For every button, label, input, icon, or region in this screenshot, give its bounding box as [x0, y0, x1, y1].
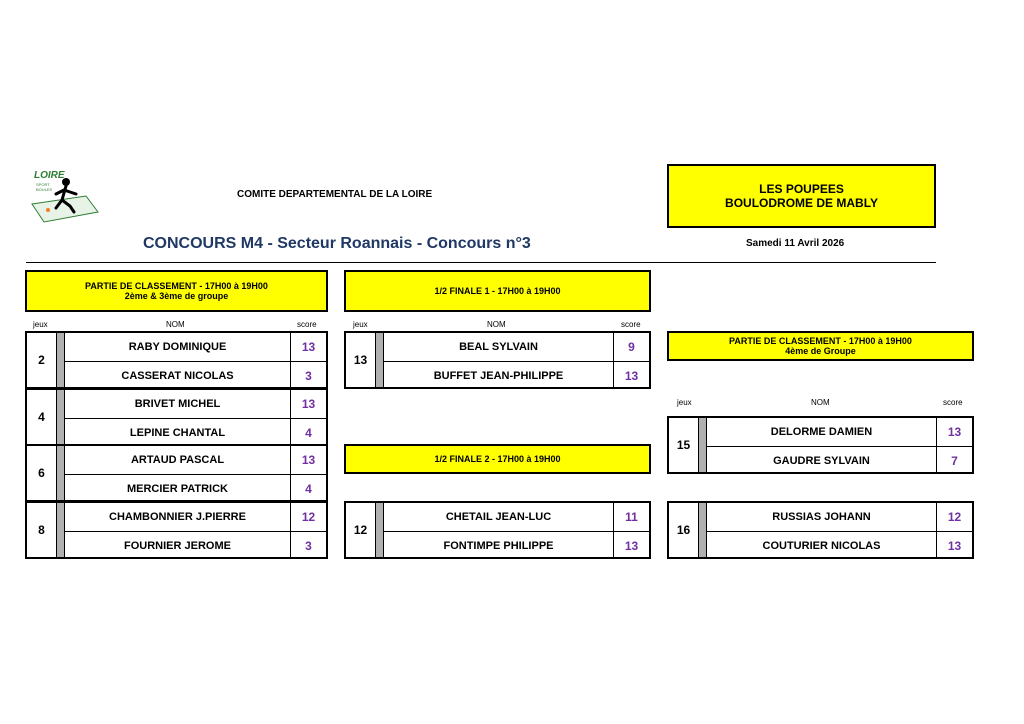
right-section-header: PARTIE DE CLASSEMENT - 17H00 à 19H00 4èm…	[667, 331, 974, 361]
player-score: 7	[937, 446, 972, 474]
grey-separator	[57, 333, 65, 387]
player-score: 13	[301, 340, 316, 354]
right-match-16: 16 RUSSIAS JOHANN COUTURIER NICOLAS 12 1…	[667, 501, 974, 559]
logo-subtext: SPORT BOULES	[36, 182, 53, 192]
player-score: 4	[291, 418, 326, 446]
boules-player-logo-icon	[31, 178, 99, 223]
right-jeux-label: jeux	[677, 398, 692, 407]
match-number: 4	[27, 390, 57, 444]
player-name: RABY DOMINIQUE	[128, 341, 227, 353]
player-name: BUFFET JEAN-PHILIPPE	[384, 361, 613, 389]
right-score-label: score	[943, 398, 963, 407]
match-number: 15	[669, 418, 699, 472]
player-name: CASSERAT NICOLAS	[65, 361, 290, 389]
header-divider	[26, 262, 936, 263]
player-score: 13	[614, 361, 649, 389]
grey-separator	[699, 503, 707, 557]
player-name: RUSSIAS JOHANN	[772, 511, 871, 523]
left-match-4: 8 CHAMBONNIER J.PIERRE FOURNIER JEROME 1…	[25, 501, 328, 559]
left-header-subtitle: 2ème & 3ème de groupe	[124, 291, 229, 301]
semi-final-2-match: 12 CHETAIL JEAN-LUC FONTIMPE PHILIPPE 11…	[344, 501, 651, 559]
match-number: 12	[346, 503, 376, 557]
grey-separator	[376, 333, 384, 387]
player-score: 11	[625, 510, 638, 524]
player-score: 13	[614, 531, 649, 559]
player-name: BEAL SYLVAIN	[459, 341, 538, 353]
right-header-subtitle: 4ème de Groupe	[785, 346, 856, 356]
mid-nom-label: NOM	[487, 320, 506, 329]
match-number: 2	[27, 333, 57, 387]
grey-separator	[699, 418, 707, 472]
match-number: 16	[669, 503, 699, 557]
semi-final-2-header: 1/2 FINALE 2 - 17H00 à 19H00	[344, 444, 651, 474]
semi-final-2-title: 1/2 FINALE 2 - 17H00 à 19H00	[434, 454, 561, 464]
grey-separator	[57, 503, 65, 557]
player-score: 13	[301, 397, 316, 411]
event-date: Samedi 11 Avril 2026	[746, 238, 845, 249]
player-score: 3	[291, 361, 326, 389]
semi-final-1-title: 1/2 FINALE 1 - 17H00 à 19H00	[434, 286, 561, 296]
right-nom-label: NOM	[811, 398, 830, 407]
player-score: 12	[947, 510, 962, 524]
left-header-title: PARTIE DE CLASSEMENT - 17H00 à 19H00	[85, 281, 268, 291]
grey-separator	[376, 503, 384, 557]
grey-separator	[57, 390, 65, 444]
player-score: 4	[291, 474, 326, 502]
match-number: 6	[27, 446, 57, 500]
left-match-3: 6 ARTAUD PASCAL MERCIER PATRICK 13 4	[25, 444, 328, 502]
left-score-label: score	[297, 320, 317, 329]
logo: LOIRE SPORT BOULES	[26, 166, 100, 228]
player-name: BRIVET MICHEL	[134, 398, 221, 410]
venue-name: LES POUPEES	[759, 182, 844, 196]
match-number: 8	[27, 503, 57, 557]
match-number: 13	[346, 333, 376, 387]
left-match-1: 2 RABY DOMINIQUE CASSERAT NICOLAS 13 3	[25, 331, 328, 389]
right-match-15: 15 DELORME DAMIEN GAUDRE SYLVAIN 13 7	[667, 416, 974, 474]
player-name: FONTIMPE PHILIPPE	[384, 531, 613, 559]
player-score: 13	[947, 425, 962, 439]
mid-jeux-label: jeux	[353, 320, 368, 329]
semi-final-1-match: 13 BEAL SYLVAIN BUFFET JEAN-PHILIPPE 9 1…	[344, 331, 651, 389]
venue-location: BOULODROME DE MABLY	[725, 196, 878, 210]
committee-name: COMITE DEPARTEMENTAL DE LA LOIRE	[237, 189, 433, 200]
left-nom-label: NOM	[166, 320, 185, 329]
player-score: 3	[291, 531, 326, 559]
player-name: CHETAIL JEAN-LUC	[445, 511, 552, 523]
grey-separator	[57, 446, 65, 500]
player-name: FOURNIER JEROME	[65, 531, 290, 559]
page-title: CONCOURS M4 - Secteur Roannais - Concour…	[143, 235, 531, 252]
right-header-title: PARTIE DE CLASSEMENT - 17H00 à 19H00	[729, 336, 912, 346]
left-jeux-label: jeux	[33, 320, 48, 329]
player-name: LEPINE CHANTAL	[65, 418, 290, 446]
mid-score-label: score	[621, 320, 641, 329]
player-score: 12	[301, 510, 316, 524]
semi-final-1-header: 1/2 FINALE 1 - 17H00 à 19H00	[344, 270, 651, 312]
player-score: 9	[628, 340, 635, 354]
venue-box: LES POUPEES BOULODROME DE MABLY	[667, 164, 936, 228]
player-name: ARTAUD PASCAL	[130, 454, 225, 466]
player-name: GAUDRE SYLVAIN	[707, 446, 936, 474]
player-name: COUTURIER NICOLAS	[707, 531, 936, 559]
player-score: 13	[937, 531, 972, 559]
player-name: CHAMBONNIER J.PIERRE	[109, 511, 246, 523]
player-name: DELORME DAMIEN	[770, 426, 873, 438]
player-score: 13	[301, 453, 316, 467]
logo-text: LOIRE	[34, 170, 65, 181]
left-section-header: PARTIE DE CLASSEMENT - 17H00 à 19H00 2èm…	[25, 270, 328, 312]
left-match-2: 4 BRIVET MICHEL LEPINE CHANTAL 13 4	[25, 388, 328, 446]
player-name: MERCIER PATRICK	[65, 474, 290, 502]
